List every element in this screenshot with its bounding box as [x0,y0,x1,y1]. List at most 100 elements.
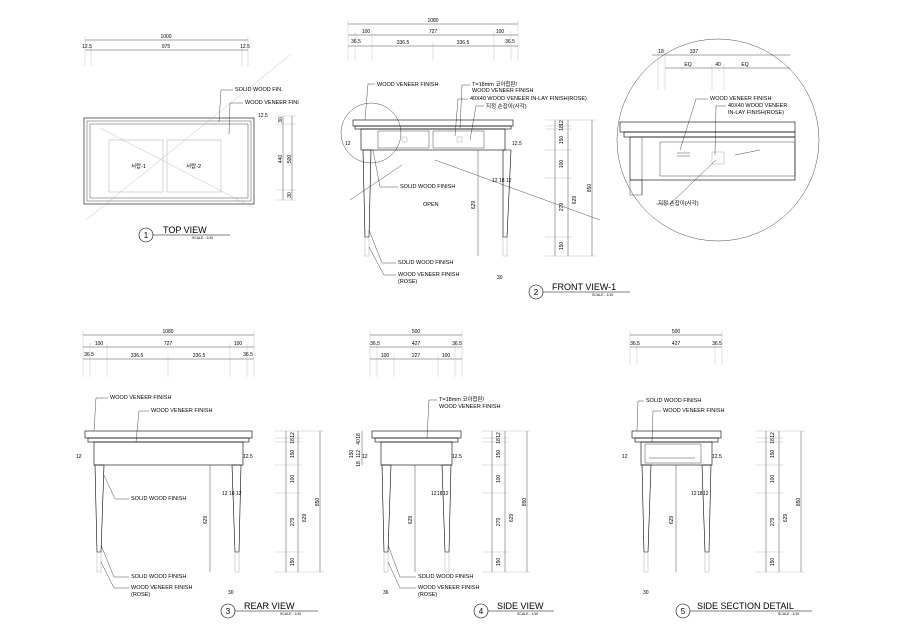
dim-detail-18: 18 [658,49,664,55]
rear-view-vertical-dims: 12 18 150 100 279 629 150 850 [275,430,324,573]
side-view-small-dims: 12 12.5 629 12 18 12 36 18 40 150 112 18 [349,431,462,596]
view-number: 5 [681,607,686,616]
front-rose-label-1: WOOD VENEER FINISH [398,272,459,278]
dim-section-v-3: 150 [770,450,776,459]
dim-side-v-total: 850 [522,498,528,507]
dim-front-sub-1: 336.5 [397,40,410,46]
dim-side-leg-c: 12 [443,491,449,497]
dim-side-v-1: 12 [496,432,502,438]
dim-front-seg-1: 36.5 [351,39,361,45]
dim-front-seg-2: 100 [362,29,371,35]
dim-rear-leg-a: 12 [222,491,228,497]
dim-rear-seg-5: 36.5 [243,352,253,358]
dim-rear-v-2: 18 [290,438,296,444]
dim-detail-eq-1: EQ [684,62,691,68]
dim-top-right: 12.5 [240,44,250,50]
rear-view: 1080 36.5 100 727 100 36.5 336.5 336.5 W… [76,329,324,619]
dim-section-right: 12.5 [712,454,722,460]
dim-side-leg-b: 18 [437,491,443,497]
side-view-dimensions: 500 36.5 427 36.5 100 227 100 [369,329,463,377]
detail-inlay-label-1: 40X40 WOOD VENEER [728,103,787,109]
dim-rear-seg-3: 727 [164,341,173,347]
dim-front-leg-c: 12 [506,178,512,184]
dim-side-v-7: 150 [496,558,502,567]
front-veneer-label: WOOD VENEER FINISH [377,82,438,88]
view-scale: SCALE : 1/10 [778,612,799,616]
dim-front-v-2: 18 [559,125,565,131]
dim-side-sub-3: 100 [442,353,451,359]
dim-section-v-1: 12 [770,432,776,438]
view-scale: SCALE : 1/10 [517,612,538,616]
front-view-vertical-dims: 12 18 150 100 279 629 150 850 [545,119,596,257]
section-veneer-label: WOOD VENEER FINISH [663,408,724,414]
dim-front-v-4: 100 [559,160,565,169]
rear-solid-label-2: SOLID WOOD FINISH [131,574,186,580]
detail-inlay-label-2: IN-LAY FINISH(ROSE) [728,110,784,116]
dim-section-v-5: 279 [770,518,776,527]
dim-front-overall: 1080 [427,18,438,24]
dim-top-v-total: 500 [287,155,293,164]
dim-rear-v-total: 850 [315,498,321,507]
dim-rear-leg: 629 [203,516,209,525]
rear-solid-label: SOLID WOOD FINISH [131,496,186,502]
rear-rose-label-2: (ROSE) [131,592,150,598]
dim-front-foot: 30 [497,275,503,281]
front-solid-label-2: SOLID WOOD FINISH [398,260,453,266]
dim-side-v-5: 279 [496,518,502,527]
view-number: 3 [226,607,231,616]
front-view-small-dims: 12 12.5 629 12 18 12 30 [345,141,522,281]
section-view-dimensions: 500 36.5 427 36.5 [629,329,723,365]
dim-section-leg-c: 12 [703,491,709,497]
dim-rear-seg-2: 100 [95,341,104,347]
dim-side-seg-2: 427 [412,341,421,347]
front-rose-label-2: (ROSE) [398,279,417,285]
dim-side-right: 12.5 [452,454,462,460]
rear-veneer-label-2: WOOD VENEER FINISH [151,408,212,414]
detail-veneer-label: WOOD VENEER FINISH [710,96,771,102]
dim-side-overall: 500 [412,329,421,335]
side-solid-label: SOLID WOOD FINISH [418,574,473,580]
view-title-1: 1 TOP VIEW SCALE : 1/10 [138,225,230,243]
rear-veneer-label-1: WOOD VENEER FINISH [110,395,171,401]
detail-drawing [619,121,796,196]
top-veneer-label: WOOD VENEER FINI [245,100,299,106]
dim-front-leg: 629 [471,201,477,210]
dim-top-mid: 975 [162,44,171,50]
front-inlay-label: 40X40 WOOD VENEER IN-LAY FINISH(ROSE) [470,96,587,102]
dim-rear-v-1: 12 [290,432,296,438]
dim-rear-sub-1: 336.5 [131,353,144,359]
section-view: 500 36.5 427 36.5 SOLID WOOD FINISH WOOD… [622,329,812,619]
dim-section-foot: 30 [643,590,649,596]
dim-front-left: 12 [345,141,351,147]
view-scale: SCALE : 1/10 [280,612,301,616]
dim-section-leg-a: 12 [691,491,697,497]
view-number: 1 [144,231,149,240]
dim-side-seg-3: 36.5 [452,341,462,347]
view-title: SIDE VIEW [497,601,544,611]
top-solid-wood-label: SOLID WOOD FIN. [235,87,283,93]
dim-side-foot: 36 [383,590,389,596]
front-view-table [340,102,601,257]
front-view: 1080 36.5 100 727 100 36.5 336.5 336.5 W… [340,18,630,300]
view-title-5: 5 SIDE SECTION DETAIL SCALE : 1/10 [675,601,812,619]
side-view-leaders: T=18mm 코아합판/ WOOD VENEER FINISH SOLID WO… [387,395,500,598]
dim-side-v-6: 629 [509,514,515,523]
section-view-small-dims: 12 12.5 629 12 18 12 30 [622,454,722,596]
section-view-leaders: SOLID WOOD FINISH WOOD VENEER FINISH [636,398,724,443]
dim-front-v-total: 850 [587,184,593,193]
rear-view-dimensions: 1080 36.5 100 727 100 36.5 336.5 336.5 [82,329,255,377]
front-detail-callout: 18 337 EQ 40 EQ WOOD VENEER FINISH 40X40… [616,38,820,242]
dim-detail-eq-2: EQ [741,62,748,68]
dim-side-left-4: 112 [356,450,362,458]
dim-side-left-1: 18 [356,433,362,439]
section-solid-label: SOLID WOOD FINISH [646,398,701,404]
dim-side-v-3: 150 [496,450,502,459]
dim-section-overall: 500 [672,329,681,335]
dim-section-v-7: 150 [770,558,776,567]
dim-side-seg-1: 36.5 [370,341,380,347]
detail-dimensions: 18 337 EQ 40 EQ [652,49,790,90]
dim-rear-v-7: 150 [290,558,296,567]
dim-front-leg-a: 12 [492,178,498,184]
dim-rear-seg-1: 36.5 [84,352,94,358]
